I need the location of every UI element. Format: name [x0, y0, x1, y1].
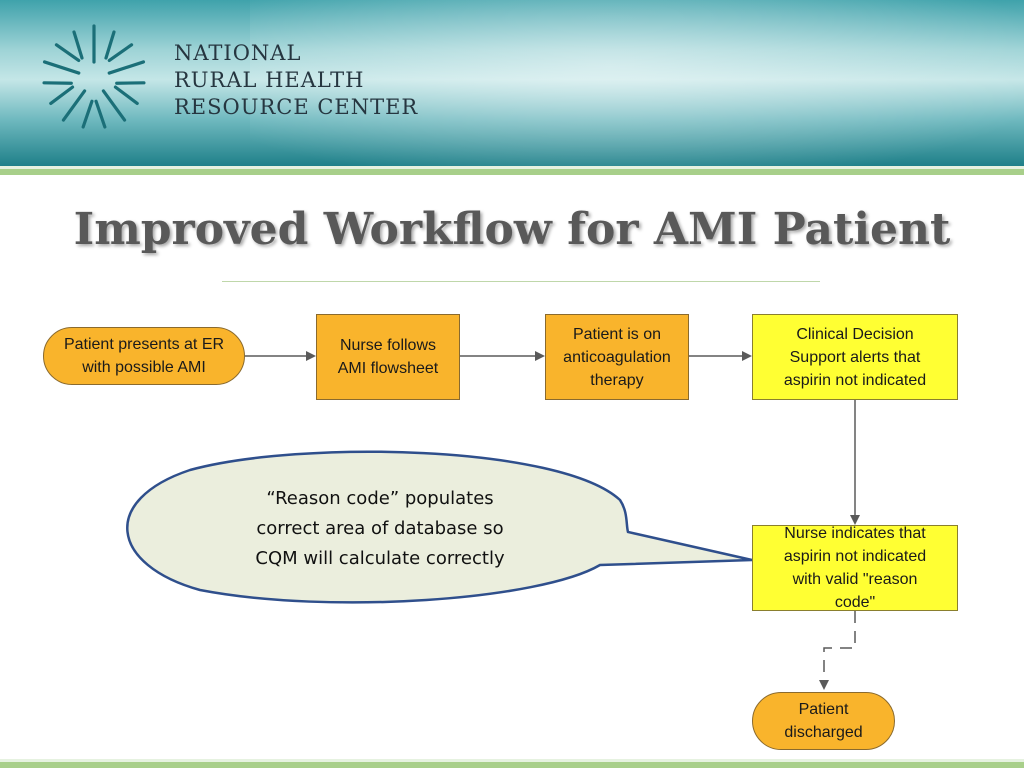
node-line: Patient — [798, 701, 849, 718]
asterisk-starburst-icon — [42, 24, 146, 129]
arrow-reason-to-discharged — [819, 611, 856, 690]
header-divider-green — [0, 169, 1024, 175]
logo-line-1: NATIONAL — [174, 41, 302, 65]
organization-name: NATIONAL RURAL HEALTH RESOURCE CENTER — [174, 40, 418, 121]
node-line: Nurse follows — [339, 337, 436, 354]
node-line: AMI flowsheet — [337, 360, 439, 377]
callout-line: “Reason code” populates — [266, 488, 494, 509]
logo-line-3: RESOURCE CENTER — [174, 95, 419, 119]
node-line: Clinical Decision — [796, 325, 914, 343]
callout-text: “Reason code” populates correct area of … — [210, 484, 550, 574]
page-title: Improved Workflow for AMI Patient — [73, 204, 951, 255]
node-patient-discharged: Patient discharged — [752, 692, 895, 750]
footer-divider-green — [0, 762, 1024, 768]
node-line: discharged — [784, 724, 863, 741]
callout-line: CQM will calculate correctly — [255, 548, 505, 569]
logo-line-2: RURAL HEALTH — [174, 68, 365, 92]
node-line: with valid "reason — [792, 571, 918, 588]
header-divider-light — [0, 166, 1024, 169]
node-line: anticoagulation — [563, 348, 671, 366]
node-line: code" — [834, 594, 876, 611]
node-line: Patient is on — [572, 325, 662, 343]
node-line: Nurse indicates that — [784, 525, 926, 542]
node-line: Support alerts that — [789, 348, 921, 366]
node-line: therapy — [590, 371, 644, 389]
node-line: aspirin not indicated — [783, 548, 927, 565]
callout-balloon — [126, 450, 753, 604]
node-nurse-follows-flowsheet: Nurse follows AMI flowsheet — [316, 314, 460, 400]
header-banner: NATIONAL RURAL HEALTH RESOURCE CENTER — [0, 0, 1024, 166]
node-nurse-indicates-reason-code: Nurse indicates that aspirin not indicat… — [752, 525, 958, 611]
node-anticoagulation-therapy: Patient is on anticoagulation therapy — [545, 314, 689, 400]
node-clinical-decision-support: Clinical Decision Support alerts that as… — [752, 314, 958, 400]
node-line: with possible AMI — [82, 359, 206, 376]
node-line: aspirin not indicated — [783, 371, 927, 389]
footer-divider-light — [0, 759, 1024, 762]
title-underline — [222, 281, 820, 282]
callout-line: correct area of database so — [256, 518, 504, 539]
node-line: Patient presents at ER — [63, 336, 225, 353]
node-patient-presents-er: Patient presents at ER with possible AMI — [43, 327, 245, 385]
